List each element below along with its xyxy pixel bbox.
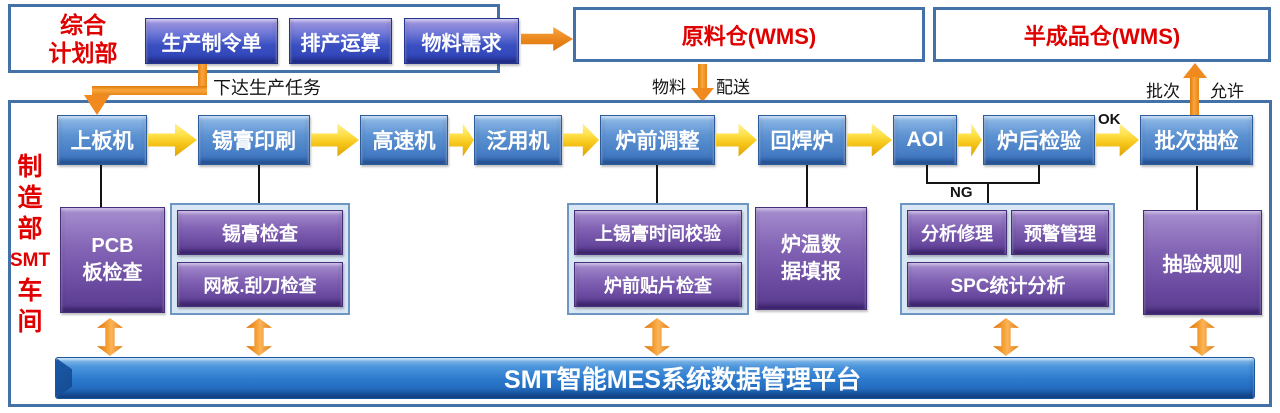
- station-sampling-rule: 抽验规则: [1143, 210, 1262, 315]
- workshop-side-title: 制 造 部 SMT 车 间: [10, 152, 50, 338]
- station-paste-time-calibration: 上锡膏时间校验: [574, 210, 742, 255]
- station-oven-temp-line2: 据填报: [781, 260, 841, 283]
- connector-line: [1038, 165, 1040, 183]
- ok-label: OK: [1098, 111, 1121, 128]
- side-title-line: SMT: [10, 250, 51, 271]
- connector-line: [1196, 166, 1198, 210]
- station-pre-oven-placement-check: 炉前贴片检查: [574, 262, 742, 307]
- station-pcb-line2: 板检查: [82, 262, 143, 284]
- ng-label: NG: [950, 184, 973, 201]
- flow-step-batch-sampling: 批次抽检: [1140, 115, 1253, 165]
- side-title-line: 部: [17, 215, 43, 243]
- delivery-label: 配送: [716, 78, 750, 97]
- scheduling-compute-button: 排产运算: [289, 18, 392, 64]
- flow-step-pre-oven-adjust: 炉前调整: [600, 115, 715, 165]
- raw-material-warehouse-box: 原料仓(WMS): [573, 7, 925, 62]
- dispatch-arrow-vertical-segment: [198, 64, 207, 94]
- station-pcb-board-check: PCB 板检查: [60, 207, 165, 313]
- raw-material-warehouse-label: 原料仓(WMS): [681, 23, 817, 49]
- flow-step-aoi: AOI: [893, 115, 957, 165]
- connector-line: [987, 182, 989, 204]
- semi-finished-warehouse-label: 半成品仓(WMS): [1023, 23, 1181, 49]
- ng-bracket-line: [926, 182, 1040, 184]
- station-oven-temp-line1: 炉温数: [781, 233, 841, 256]
- arrow-right-icon: [521, 27, 573, 51]
- planning-dept-title-line2: 计划部: [48, 40, 118, 66]
- flow-step-solder-paste-printing: 锡膏印刷: [198, 115, 310, 165]
- dispatch-task-label: 下达生产任务: [213, 78, 321, 98]
- station-alert-management: 预警管理: [1011, 210, 1109, 255]
- batch-arrow-up-icon: [1183, 63, 1207, 78]
- station-oven-temp-data-entry: 炉温数 据填报: [755, 207, 867, 310]
- workshop-frame: [8, 100, 1272, 407]
- mes-platform-bar: SMT智能MES系统数据管理平台: [55, 357, 1255, 399]
- side-title-line: 造: [17, 184, 43, 212]
- production-order-button: 生产制令单: [145, 18, 278, 64]
- connector-line: [926, 165, 928, 183]
- station-spc-statistical-analysis: SPC统计分析: [907, 262, 1109, 307]
- station-pcb-line1: PCB: [91, 235, 134, 257]
- material-label: 物料: [652, 78, 686, 97]
- batch-label: 批次: [1146, 82, 1180, 101]
- delivery-arrow-shaft: [698, 64, 707, 89]
- connector-line: [656, 165, 658, 203]
- mes-platform-title: SMT智能MES系统数据管理平台: [504, 366, 861, 394]
- material-demand-button: 物料需求: [404, 18, 519, 64]
- connector-line: [806, 165, 808, 207]
- station-solder-paste-check: 锡膏检查: [177, 210, 343, 255]
- flow-step-high-speed-machine: 高速机: [360, 115, 448, 165]
- dispatch-arrow-horizontal-segment: [92, 86, 207, 95]
- flow-step-reflow-oven: 回焊炉: [758, 115, 846, 165]
- side-title-line: 车: [17, 277, 43, 305]
- flow-step-post-oven-inspection: 炉后检验: [983, 115, 1095, 165]
- batch-arrow-shaft: [1190, 77, 1199, 115]
- allow-label: 允许: [1210, 82, 1244, 101]
- station-stencil-squeegee-check: 网板.刮刀检查: [177, 262, 343, 307]
- planning-dept-title: 综合 计划部: [23, 11, 143, 67]
- planning-dept-title-line1: 综合: [60, 12, 106, 38]
- side-title-line: 制: [17, 153, 43, 181]
- station-analysis-repair: 分析修理: [907, 210, 1007, 255]
- connector-line: [258, 165, 260, 203]
- side-title-line: 间: [17, 308, 43, 336]
- flow-step-board-loader: 上板机: [57, 115, 147, 165]
- flow-step-general-machine: 泛用机: [474, 115, 562, 165]
- semi-finished-warehouse-box: 半成品仓(WMS): [933, 7, 1271, 62]
- connector-line: [100, 165, 102, 207]
